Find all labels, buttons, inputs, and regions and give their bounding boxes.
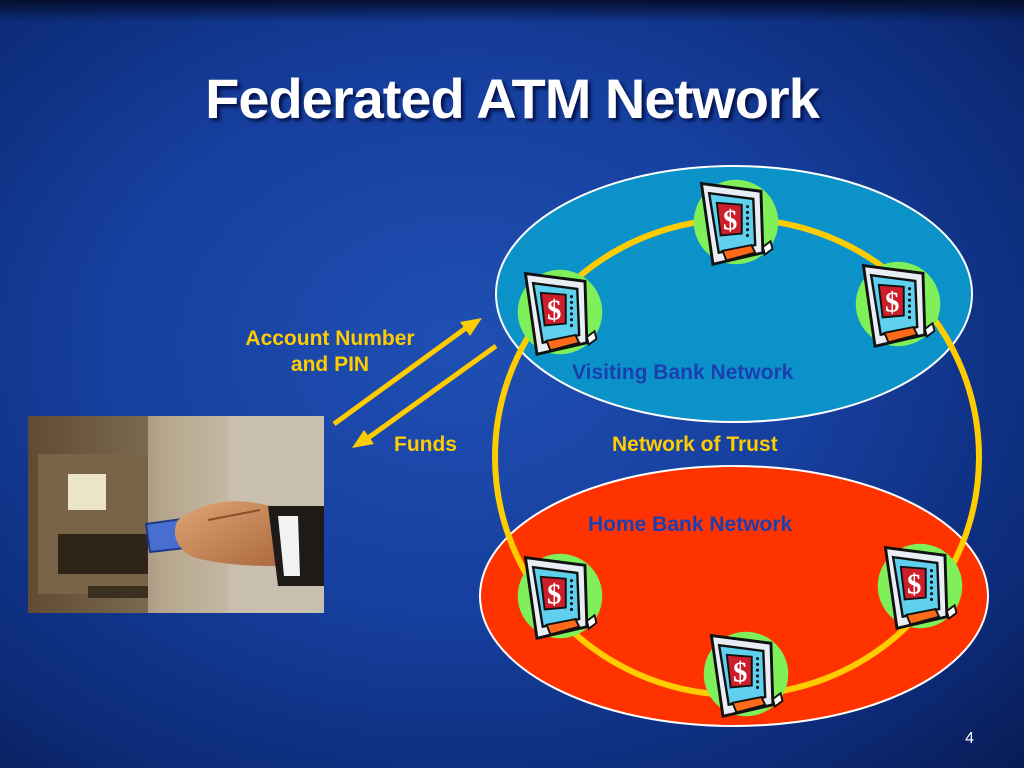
atm-machine-icon: [702, 630, 790, 718]
atm-machine-icon: [516, 552, 604, 640]
account-pin-arrow: [332, 318, 482, 427]
visiting-bank-network-ellipse: [495, 165, 973, 423]
funds-arrow: [352, 343, 498, 448]
funds-label: Funds: [394, 433, 457, 456]
account-number-line: Account Number: [245, 327, 415, 350]
and-pin-line: and PIN: [290, 353, 370, 376]
account-number-label: Account Number and PIN: [214, 326, 446, 378]
atm-machine-icon: [854, 260, 942, 348]
top-shadow-band: [0, 0, 1024, 22]
slide-title: Federated ATM Network: [205, 67, 820, 130]
atm-machine-icon: [692, 178, 780, 266]
atm-machine-icon: [516, 268, 604, 356]
atm-machine-icon: [876, 542, 964, 630]
hand-inserting-card-photo: [28, 416, 324, 613]
home-bank-network-label: Home Bank Network: [588, 513, 793, 536]
slide-number: 4: [965, 730, 974, 747]
network-of-trust-label: Network of Trust: [612, 433, 778, 456]
visiting-bank-network-label: Visiting Bank Network: [572, 361, 794, 384]
